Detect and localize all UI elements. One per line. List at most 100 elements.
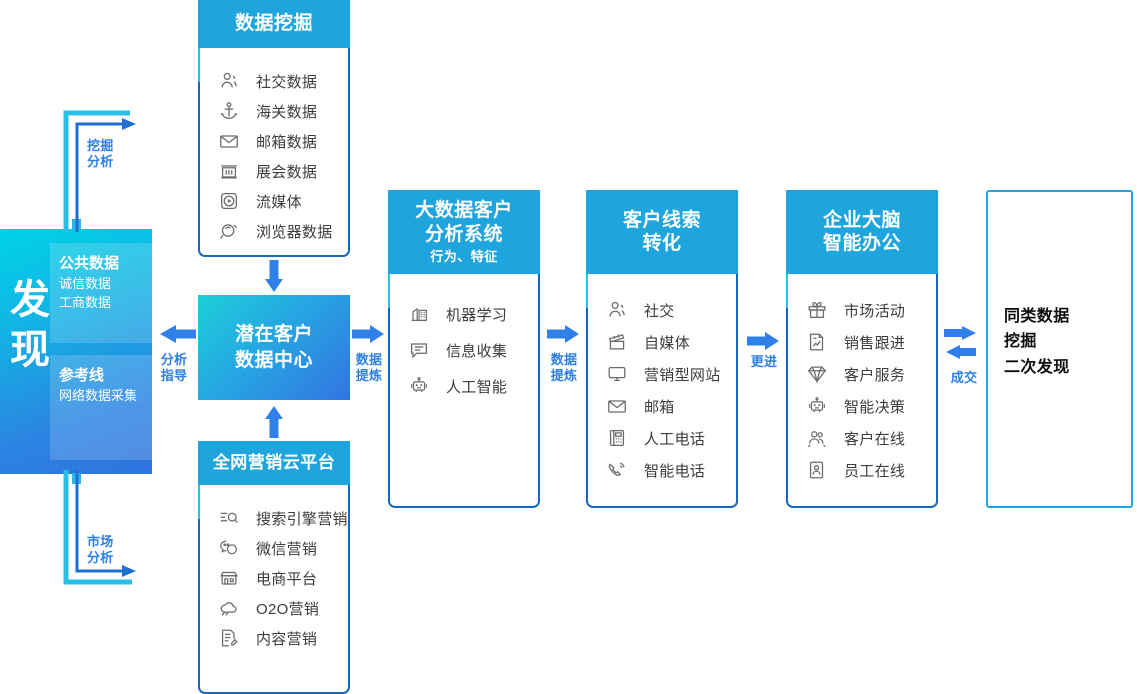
diamond-service-icon [806, 362, 836, 386]
card-title: 数据挖掘 [234, 13, 313, 35]
list-item[interactable]: 客户服务 [788, 358, 936, 390]
list-item[interactable]: O2O营销 [200, 593, 348, 623]
exhibition-icon [218, 159, 248, 183]
discover-block-reference-line: 参考线 网络数据采集 [50, 355, 152, 460]
list-item[interactable]: 搜索引擎营销 [200, 503, 348, 533]
hub-line1: 潜在客户 [234, 323, 313, 345]
arrow-data-refine-2 [547, 325, 579, 343]
card-item-list: 社交 自媒体 [588, 274, 736, 486]
search-engine-icon [218, 506, 248, 530]
list-item-label: 人工电话 [644, 430, 706, 448]
list-item[interactable]: 微信营销 [200, 533, 348, 563]
list-item-label: 邮箱 [644, 398, 675, 416]
list-item-label: 客户服务 [844, 366, 906, 384]
route-market-analysis [63, 470, 136, 585]
gift-campaign-icon [806, 298, 836, 322]
social-person-icon [218, 69, 248, 93]
list-item-label: 营销型网站 [644, 366, 721, 384]
o2o-cloud-icon [218, 596, 248, 620]
card-body: 机器学习 信息收集 [388, 274, 540, 508]
route-mining-analysis [63, 110, 136, 232]
list-item[interactable]: 人工智能 [390, 368, 538, 404]
list-item-label: 智能决策 [844, 398, 906, 416]
arrow-deal-bidirectional [944, 326, 976, 359]
list-item[interactable]: 智能决策 [788, 390, 936, 422]
list-item-label: 海关数据 [256, 103, 318, 121]
list-item-label: 信息收集 [446, 342, 508, 360]
anchor-customs-icon [218, 99, 248, 123]
discover-block-line: 网络数据采集 [59, 387, 138, 403]
label-analysis-guide: 分析 指导 [160, 352, 188, 384]
card-body: 社交数据 海关数据 [198, 48, 350, 257]
list-item[interactable]: 市场活动 [788, 294, 936, 326]
arrow-follow-up [747, 332, 779, 350]
card-bigdata-analysis: 大数据客户 分析系统 行为、特征 机器学习 [388, 190, 540, 508]
list-item[interactable]: 信息收集 [390, 332, 538, 368]
streaming-play-icon [218, 189, 248, 213]
arrow-data-refine-1 [352, 325, 384, 343]
list-item-label: 浏览器数据 [256, 223, 333, 241]
hub-line2: 数据中心 [234, 349, 313, 371]
card-enterprise-brain: 企业大脑 智能办公 市场活动 [786, 190, 938, 508]
sales-report-icon [806, 330, 836, 354]
result-text: 同类数据 挖掘 二次发现 [1004, 304, 1070, 380]
content-doc-icon [218, 626, 248, 650]
shop-store-icon [218, 566, 248, 590]
card-title: 大数据客户 分析系统 [415, 200, 513, 245]
envelope-mail-icon [606, 394, 636, 418]
card-secondary-discovery: 同类数据 挖掘 二次发现 [986, 190, 1133, 508]
discover-block-public-data: 公共数据 诚信数据 工商数据 [50, 243, 152, 343]
list-item[interactable]: 内容营销 [200, 623, 348, 653]
list-item-label: 客户在线 [844, 430, 906, 448]
list-item[interactable]: 社交数据 [200, 66, 348, 96]
label-follow-up: 更进 [750, 354, 778, 369]
smart-phone-call-icon [606, 458, 636, 482]
list-item-label: 销售跟进 [844, 334, 906, 352]
list-item[interactable]: 电商平台 [200, 563, 348, 593]
card-title: 客户线索 转化 [622, 209, 701, 254]
arrow-mining-to-hub [265, 260, 283, 292]
list-item[interactable]: 机器学习 [390, 296, 538, 332]
card-header: 企业大脑 智能办公 [786, 190, 938, 274]
media-clapper-icon [606, 330, 636, 354]
list-item-label: 社交数据 [256, 73, 318, 91]
list-item[interactable]: 流媒体 [200, 186, 348, 216]
list-item[interactable]: 客户在线 [788, 422, 936, 454]
list-item[interactable]: 社交 [588, 294, 736, 326]
card-header: 全网营销云平台 [198, 441, 350, 485]
list-item[interactable]: 自媒体 [588, 326, 736, 358]
info-collect-icon [408, 338, 438, 362]
list-item[interactable]: 销售跟进 [788, 326, 936, 358]
hub-data-center: 潜在客户 数据中心 [198, 295, 350, 400]
list-item[interactable]: 营销型网站 [588, 358, 736, 390]
list-item-label: 自媒体 [644, 334, 690, 352]
discover-block-heading: 参考线 [59, 367, 105, 384]
employee-card-icon [806, 458, 836, 482]
card-body: 市场活动 销售跟进 [786, 274, 938, 508]
list-item[interactable]: 浏览器数据 [200, 216, 348, 246]
list-item[interactable]: 人工电话 [588, 422, 736, 454]
list-item-label: 流媒体 [256, 193, 302, 211]
arrow-marketing-to-hub [265, 406, 283, 438]
list-item[interactable]: 邮箱 [588, 390, 736, 422]
desk-phone-icon [606, 426, 636, 450]
discover-block-line: 诚信数据 [59, 275, 112, 291]
card-title: 企业大脑 智能办公 [822, 209, 901, 254]
list-item[interactable]: 员工在线 [788, 454, 936, 486]
list-item-label: 微信营销 [256, 540, 318, 558]
card-marketing-cloud: 全网营销云平台 搜索引擎营销 [198, 441, 350, 694]
card-subtitle: 行为、特征 [430, 248, 498, 264]
label-mining-analysis: 挖掘 分析 [87, 138, 114, 170]
list-item-label: 展会数据 [256, 163, 318, 181]
card-header: 数据挖掘 [198, 0, 350, 48]
browser-comet-icon [218, 219, 248, 243]
card-body: 搜索引擎营销 微信营销 [198, 485, 350, 694]
list-item[interactable]: 海关数据 [200, 96, 348, 126]
list-item[interactable]: 邮箱数据 [200, 126, 348, 156]
card-item-list: 市场活动 销售跟进 [788, 274, 936, 486]
list-item-label: 搜索引擎营销 [256, 510, 348, 528]
list-item[interactable]: 展会数据 [200, 156, 348, 186]
ai-robot-icon [806, 394, 836, 418]
list-item[interactable]: 智能电话 [588, 454, 736, 486]
